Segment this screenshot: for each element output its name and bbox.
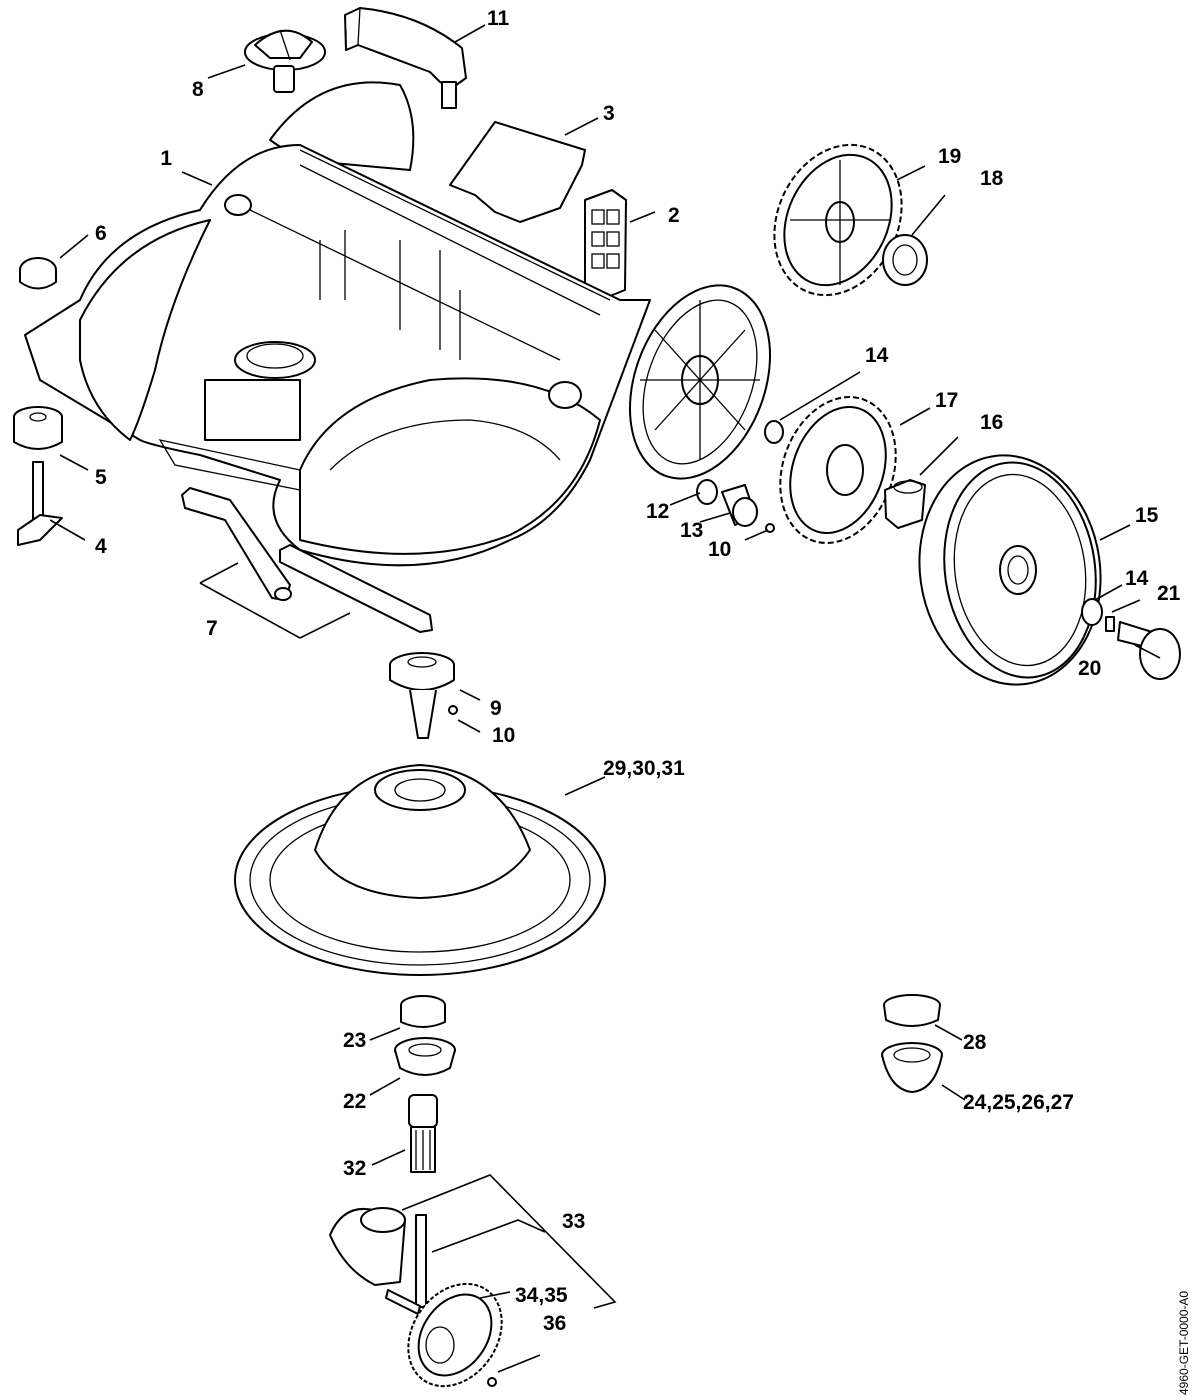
part-main-housing [24, 81, 651, 567]
part-housing-cap [881, 1042, 943, 1093]
callout-28: 28 [963, 1031, 987, 1054]
part-washer-12 [696, 479, 718, 505]
part-caster-cap [883, 994, 941, 1027]
document-code: 4960-GET-0000-A0 [1177, 1291, 1191, 1395]
callout-21: 21 [1157, 582, 1181, 605]
part-bracket [17, 461, 63, 546]
callout-19: 19 [938, 145, 961, 168]
part-axle-cap [1117, 621, 1181, 680]
part-gear-large [773, 143, 903, 297]
part-ring [882, 234, 928, 286]
callout-24-27: 24,25,26,27 [963, 1091, 1074, 1114]
part-brush-nut [400, 995, 446, 1028]
callout-2: 2 [668, 204, 680, 227]
callout-10-upper: 10 [708, 538, 731, 561]
callout-4: 4 [95, 535, 107, 558]
callout-3: 3 [603, 102, 615, 125]
callout-29-31: 29,30,31 [603, 757, 685, 780]
part-wheel [918, 454, 1102, 686]
callout-8: 8 [192, 78, 204, 101]
callout-22: 22 [343, 1090, 366, 1113]
callout-7: 7 [206, 617, 218, 640]
part-bearing [394, 1037, 456, 1076]
part-clip [487, 1377, 497, 1387]
part-brush-hub [389, 652, 455, 739]
callout-34-35: 34,35 [515, 1284, 568, 1307]
part-cover-plate [449, 121, 586, 223]
callout-32: 32 [343, 1157, 366, 1180]
callout-14-upper: 14 [865, 344, 889, 367]
callout-11: 11 [487, 7, 510, 30]
part-caster-wheel [407, 1282, 503, 1388]
callout-33: 33 [562, 1210, 585, 1233]
part-pinion [721, 484, 758, 527]
callout-16: 16 [980, 411, 1003, 434]
callout-14-lower: 14 [1125, 567, 1149, 590]
callout-5: 5 [95, 466, 107, 489]
part-handle-cover [344, 7, 467, 109]
callout-9: 9 [490, 697, 502, 720]
callout-36: 36 [543, 1312, 566, 1335]
part-washer-upper [764, 420, 784, 444]
part-filter [584, 189, 627, 301]
part-drive-shaft [408, 1094, 438, 1173]
callout-12: 12 [646, 500, 669, 523]
callout-13: 13 [680, 519, 703, 542]
callout-20: 20 [1078, 657, 1101, 680]
callout-10-lower: 10 [492, 724, 515, 747]
part-roller [13, 406, 63, 450]
callout-15: 15 [1135, 504, 1159, 527]
part-pin [1105, 616, 1115, 632]
part-cap [19, 257, 57, 290]
part-knob [244, 29, 326, 93]
callout-18: 18 [980, 167, 1004, 190]
part-caster-bracket [329, 1207, 427, 1315]
part-washer-lower [1081, 598, 1103, 626]
part-screw-middle [448, 705, 458, 715]
callout-6: 6 [95, 222, 107, 245]
part-gear-medium [779, 396, 897, 544]
part-bushing [884, 479, 926, 529]
part-wheel-hub-left [628, 284, 772, 480]
part-side-brush [234, 764, 606, 976]
callout-23: 23 [343, 1029, 366, 1052]
callout-17: 17 [935, 389, 958, 412]
callout-1: 1 [160, 147, 172, 170]
part-levers [181, 487, 433, 633]
leader-lines [49, 24, 1161, 1373]
